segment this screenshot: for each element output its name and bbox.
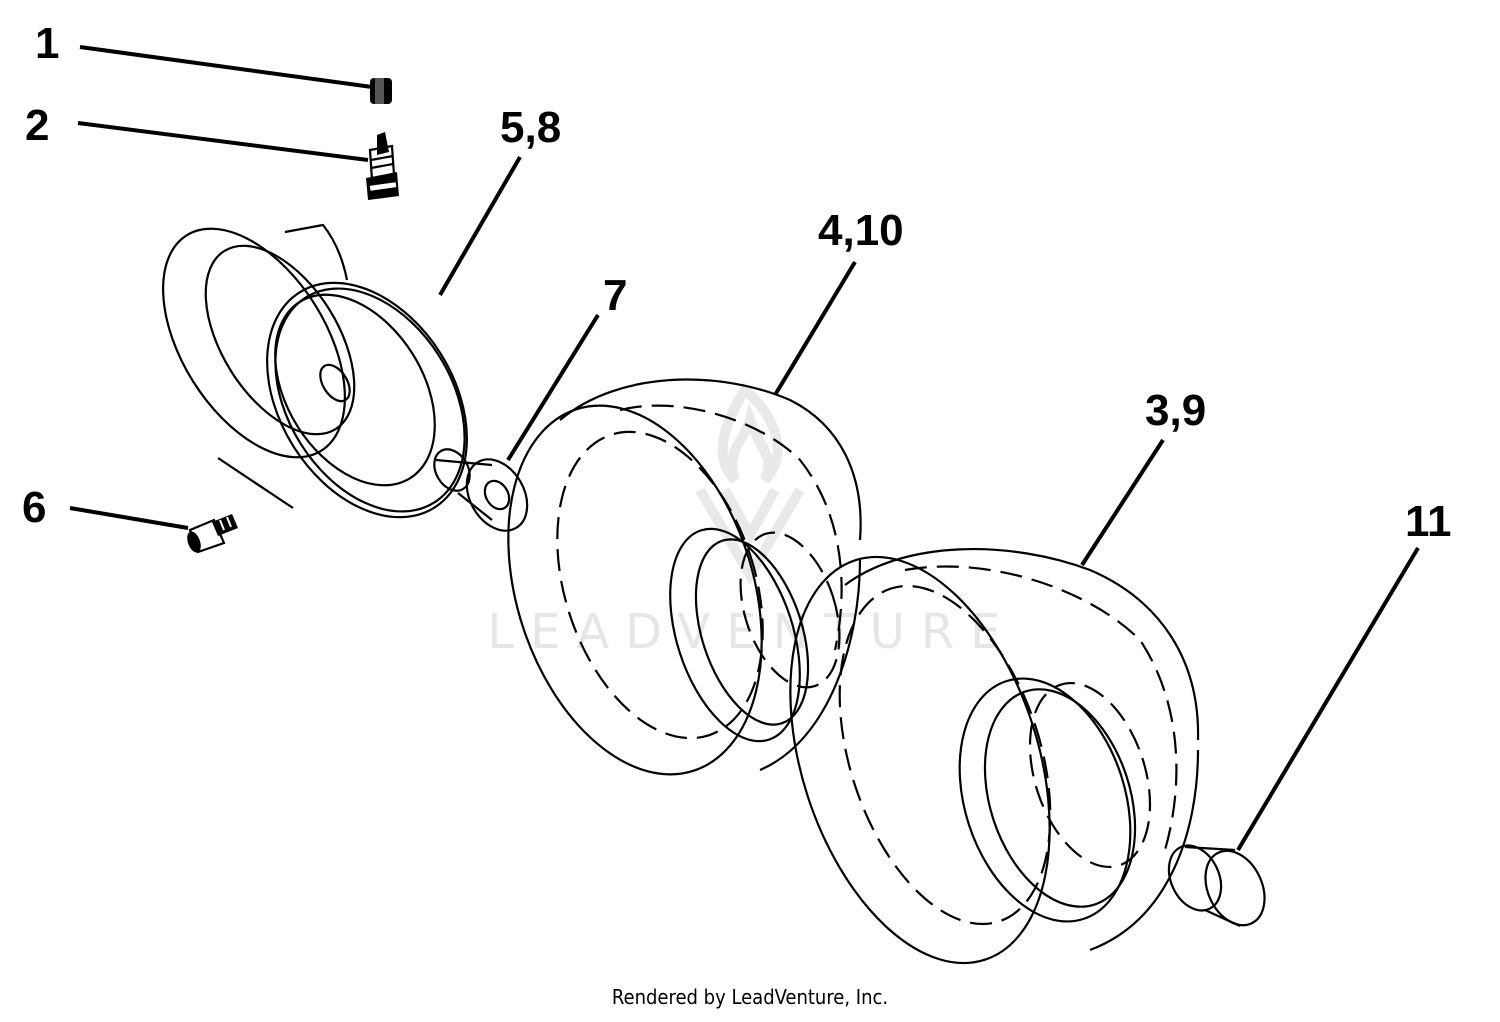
callout-2: 2: [25, 101, 49, 150]
leader-line-6: [69, 506, 189, 530]
callout-3-9: 3,9: [1145, 386, 1206, 435]
leader-line-4-10: [773, 260, 857, 397]
leader-line-11: [1236, 546, 1420, 852]
part-bushing: [433, 448, 529, 532]
callout-6: 6: [22, 483, 46, 532]
watermark-v-icon: [695, 487, 805, 585]
leader-line-7: [506, 313, 600, 462]
leader-line-3-9: [1080, 438, 1165, 567]
leader-lines: [69, 45, 1420, 852]
callout-7: 7: [603, 271, 627, 320]
watermark-flame-icon: [717, 382, 783, 484]
part-valve-cap: [370, 78, 392, 104]
watermark: LEADVENTURE: [487, 382, 1016, 660]
footer-credit: Rendered by LeadVenture, Inc.: [611, 985, 889, 1009]
callout-5-8: 5,8: [500, 103, 561, 152]
part-hub-cap: [1167, 844, 1266, 928]
watermark-text: LEADVENTURE: [487, 604, 1016, 660]
callout-11: 11: [1405, 497, 1452, 546]
callout-1: 1: [35, 19, 59, 68]
part-tire-rear: [789, 548, 1200, 965]
leader-line-1: [79, 45, 373, 89]
leader-line-5-8: [438, 155, 522, 297]
part-grease-fitting: [187, 514, 238, 554]
part-tire-front: [507, 378, 862, 776]
callout-4-10: 4,10: [818, 206, 904, 255]
part-wheel-rim: [162, 223, 468, 519]
part-valve-stem: [366, 132, 399, 200]
callout-labels: 1 2 5,8 4,10 7 3,9 6 11: [22, 19, 1452, 546]
leader-line-2: [77, 121, 369, 162]
